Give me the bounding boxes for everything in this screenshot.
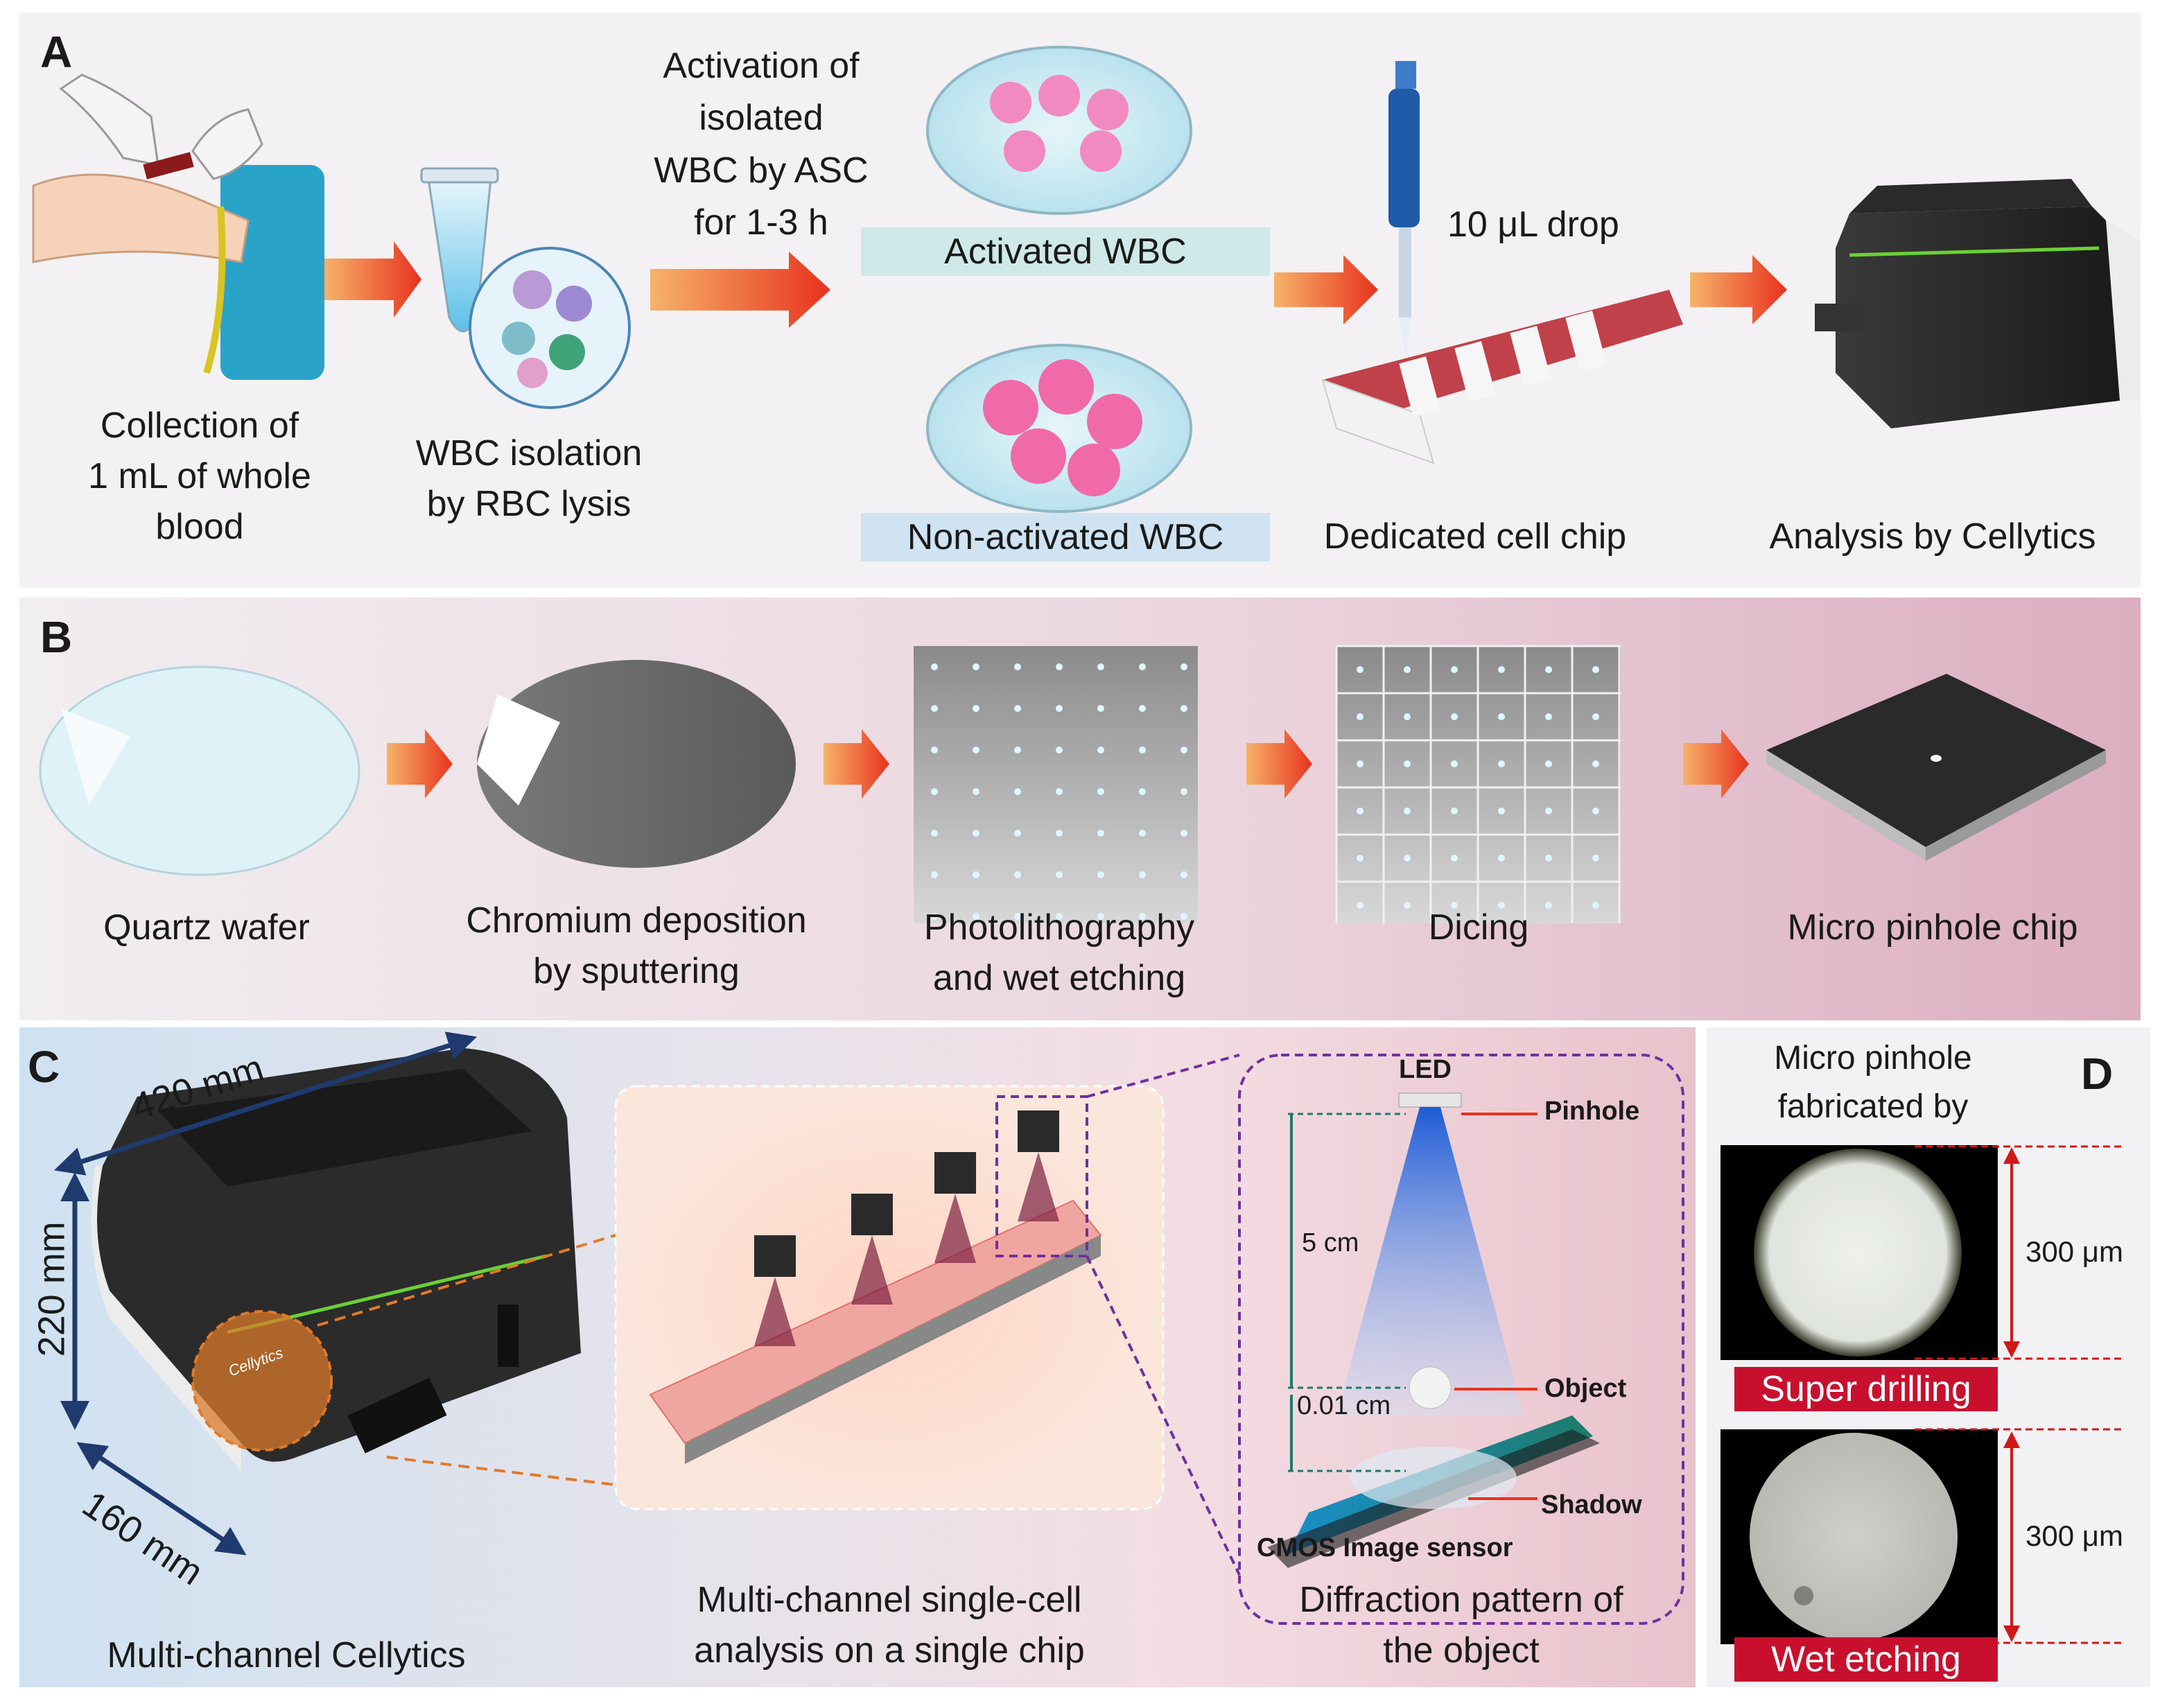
- step-micro-pinhole-chip: Micro pinhole chip: [1787, 907, 2078, 948]
- method-wet-etching: Wet etching: [1734, 1637, 1998, 1682]
- panel-d-illustrations: [1721, 1145, 2123, 1644]
- distance-label: 5 cm: [1302, 1228, 1359, 1257]
- nonactivated-dish: [926, 344, 1192, 513]
- panel-a-illustrations: [32, 46, 2141, 513]
- activation-text: Activation of isolated WBC by ASC for 1-…: [654, 46, 869, 243]
- blood-collection-illustration: [32, 73, 324, 380]
- chromium-wafer: [477, 660, 796, 868]
- micro-pinhole-chip: [1766, 674, 2106, 861]
- device-caption: Multi-channel Cellytics: [107, 1635, 466, 1675]
- panel-d-label: D: [2081, 1049, 2114, 1099]
- panel-b: B Quartz wafer Chromium deposition by sp…: [19, 598, 2141, 1020]
- panel-a-label: A: [40, 27, 73, 77]
- step-dicing: Dicing: [1428, 907, 1529, 948]
- nonactivated-wbc-tag: Non-activated WBC: [861, 513, 1270, 561]
- collection-caption: Collection of 1 mL of whole blood: [88, 406, 311, 547]
- panel-c: C 420 mm 220 mm 160 mm Cellytics Multi-c…: [19, 1027, 1696, 1687]
- size-label-2: 300 μm: [2026, 1519, 2123, 1552]
- dim-depth-arrow: [76, 1442, 247, 1556]
- step-photolithography: Photolithography and wet etching: [923, 907, 1195, 998]
- step-chromium-deposition: Chromium deposition by sputtering: [466, 900, 807, 991]
- gap-label: 0.01 cm: [1297, 1391, 1391, 1420]
- led-label: LED: [1399, 1055, 1452, 1084]
- dicing-grid: [1335, 645, 1621, 923]
- step-quartz-wafer: Quartz wafer: [103, 907, 310, 948]
- activated-dish: [926, 46, 1192, 215]
- shadow-label: Shadow: [1541, 1490, 1642, 1519]
- flow-arrow-b3: [1246, 729, 1312, 799]
- activated-wbc-tag: Activated WBC: [861, 227, 1270, 276]
- multichannel-chip-illustration: [614, 1085, 1165, 1510]
- flow-arrow-4: [1690, 255, 1787, 324]
- flow-arrow-b1: [387, 729, 453, 799]
- cell-chip-illustration: [1321, 290, 1683, 464]
- dim-width-arrow: [53, 1031, 478, 1176]
- wet-etching-micrograph: [1721, 1429, 1998, 1644]
- object-label: Object: [1544, 1374, 1627, 1403]
- isolation-caption: WBC isolation by RBC lysis: [415, 433, 643, 524]
- tube-illustration: [420, 167, 631, 409]
- method-super-drilling: Super drilling: [1734, 1367, 1998, 1411]
- panel-d-title: Micro pinhole fabricated by: [1774, 1040, 1972, 1125]
- panel-b-label: B: [40, 612, 73, 662]
- panel-a: A Collection of 1 mL of whole blood WBC …: [19, 12, 2141, 588]
- size-label-1: 300 μm: [2026, 1235, 2123, 1268]
- flow-arrow-2: [650, 252, 830, 328]
- cmos-sensor-label: CMOS Image sensor: [1257, 1533, 1513, 1562]
- pinhole-label: Pinhole: [1544, 1097, 1640, 1126]
- flow-arrow-3: [1274, 255, 1378, 324]
- analysis-caption: Analysis by Cellytics: [1769, 516, 2096, 557]
- diffraction-caption: Diffraction pattern of the object: [1299, 1580, 1623, 1671]
- pipette-illustration: [1388, 61, 1420, 359]
- flow-arrow-1: [324, 241, 421, 317]
- flow-arrow-b2: [824, 729, 889, 799]
- cell-chip-caption: Dedicated cell chip: [1323, 516, 1627, 557]
- drop-label: 10 μL drop: [1447, 204, 1619, 245]
- diffraction-setup: [1238, 1054, 1684, 1625]
- panel-b-illustrations: [39, 645, 2106, 923]
- flow-arrow-b4: [1683, 729, 1749, 799]
- panel-c-illustrations: [53, 1031, 1684, 1625]
- photolithography-grid: [914, 646, 1198, 923]
- quartz-wafer: [39, 665, 360, 876]
- panel-d: Micro pinhole fabricated by D 300 μm Sup…: [1707, 1027, 2150, 1687]
- panel-c-label: C: [28, 1042, 60, 1092]
- cellytics-device-a: [1815, 179, 2141, 428]
- super-drilling-micrograph: [1721, 1145, 1998, 1360]
- chip-caption: Multi-channel single-cell analysis on a …: [694, 1580, 1085, 1671]
- dim-height-label: 220 mm: [31, 1221, 73, 1357]
